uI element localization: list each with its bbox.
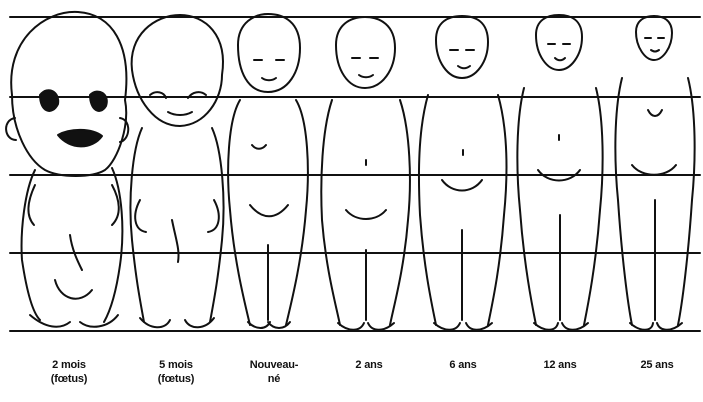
figure-fetus-2-months — [6, 12, 128, 327]
figure-fetus-5-months — [130, 15, 223, 327]
caption-line-1: 2 mois — [24, 358, 114, 372]
caption-line-1: 5 mois — [131, 358, 221, 372]
caption-line-1: Nouveau- — [229, 358, 319, 372]
figure-12-years — [517, 15, 602, 330]
figure-newborn — [228, 14, 308, 328]
figure-25-years — [615, 16, 694, 330]
caption-line-1: 2 ans — [324, 358, 414, 372]
caption-newborn: Nouveau- né — [229, 358, 319, 386]
caption-fetus-5-months: 5 mois (fœtus) — [131, 358, 221, 386]
caption-12-years: 12 ans — [515, 358, 605, 372]
caption-line-1: 6 ans — [418, 358, 508, 372]
caption-line-2: (fœtus) — [24, 372, 114, 386]
caption-line-2: (fœtus) — [131, 372, 221, 386]
caption-line-1: 12 ans — [515, 358, 605, 372]
caption-2-years: 2 ans — [324, 358, 414, 372]
caption-line-2: né — [229, 372, 319, 386]
figure-6-years — [419, 16, 507, 330]
caption-25-years: 25 ans — [612, 358, 702, 372]
figure-2-years — [321, 17, 410, 330]
caption-fetus-2-months: 2 mois (fœtus) — [24, 358, 114, 386]
caption-6-years: 6 ans — [418, 358, 508, 372]
caption-line-1: 25 ans — [612, 358, 702, 372]
